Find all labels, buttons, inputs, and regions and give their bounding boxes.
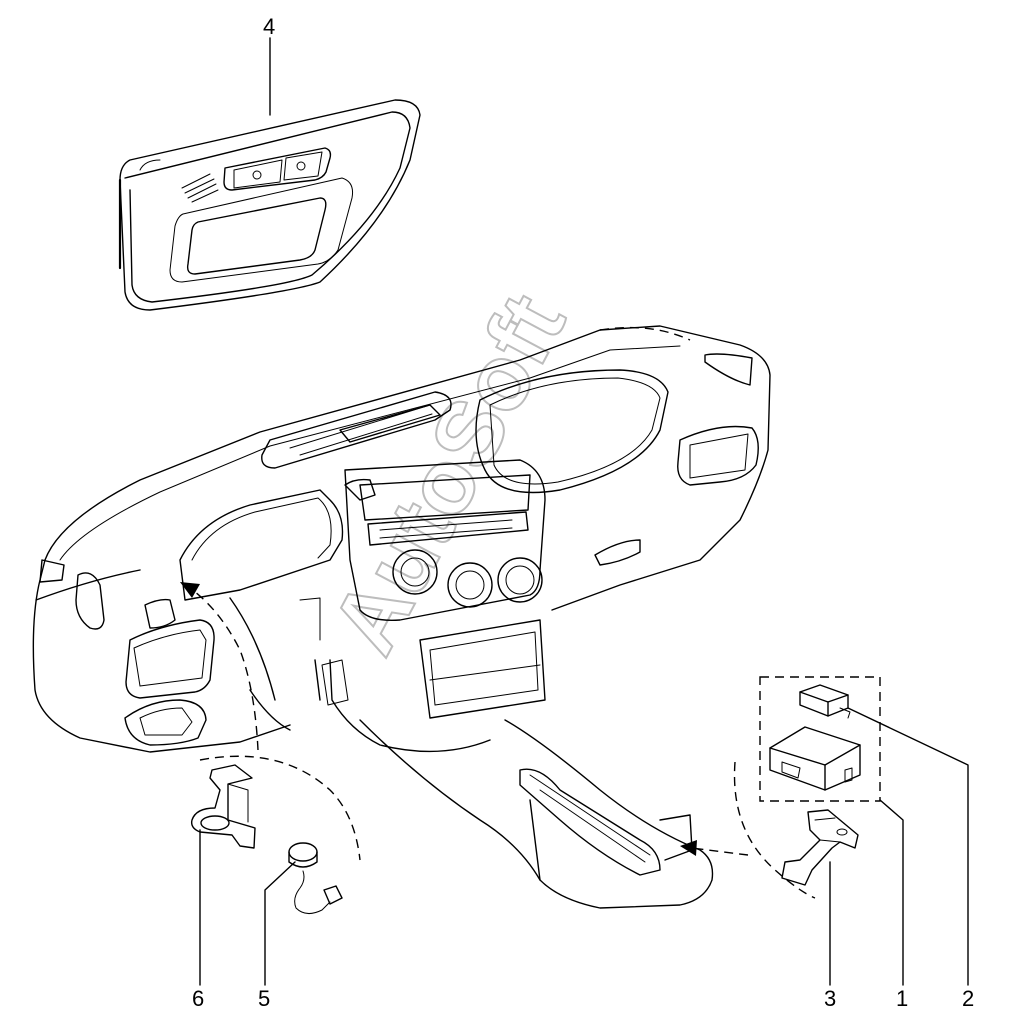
leader-line-5 (264, 861, 296, 986)
bracket-part-3 (781, 809, 859, 886)
arrowhead-right-icon (680, 840, 697, 856)
detail-circle-right (733, 761, 816, 899)
overhead-console-part-4 (118, 99, 421, 311)
callout-1: 1 (896, 986, 908, 1011)
leader-line-2 (847, 707, 969, 986)
callout-5: 5 (258, 986, 270, 1011)
arrowhead-left-icon (180, 582, 200, 598)
install-arrow-left (189, 587, 259, 751)
detail-circle-left (199, 755, 361, 861)
callout-3: 3 (824, 986, 836, 1011)
module-part-2 (799, 684, 851, 719)
control-unit-part-1 (769, 726, 861, 791)
sensor-part-5 (288, 842, 343, 914)
assembly-box-part-1 (759, 676, 881, 802)
callout-2: 2 (962, 986, 974, 1011)
callout-6: 6 (192, 986, 204, 1011)
leader-line-1 (879, 799, 904, 986)
install-arrow-right (691, 847, 749, 856)
bracket-part-6 (190, 764, 256, 849)
dashboard-illustration (32, 325, 771, 909)
callout-4: 4 (263, 14, 275, 39)
